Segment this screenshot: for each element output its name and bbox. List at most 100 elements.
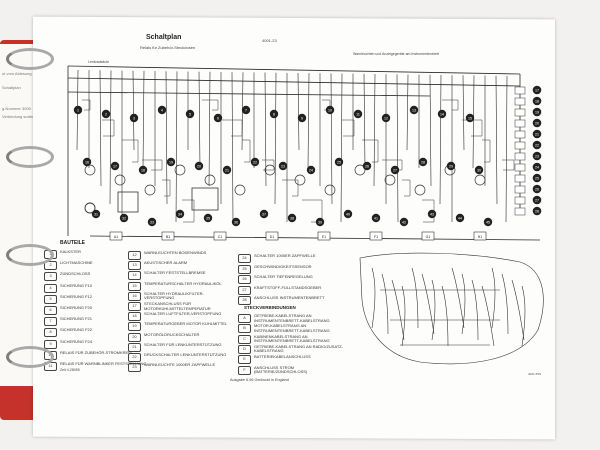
reference-circle-dot (129, 113, 139, 123)
reference-circle-dot (315, 217, 325, 227)
component-symbol (144, 184, 156, 196)
reference-circle: 27 (390, 165, 400, 175)
component-symbol (354, 164, 366, 176)
legend-item-number: 14 (128, 271, 141, 281)
legend-item-number: 19 (128, 322, 141, 332)
reference-circle: 35 (203, 213, 213, 223)
legend-item-label: KRAFTSTOFF-FÜLLSTANDSGEBER (254, 284, 322, 290)
component-symbol (324, 184, 336, 196)
wire-vertical (198, 71, 201, 169)
reference-circle-label: 23 (281, 164, 285, 168)
reference-circle-label: 2 (105, 112, 107, 116)
connector-circle-dot (532, 195, 542, 205)
bottom-connector-box (265, 231, 279, 241)
reference-circle-dot (241, 105, 251, 115)
reference-circle: 36 (231, 217, 241, 227)
reference-circle-dot (371, 213, 381, 223)
left-page-line: g-Nummer 3000 (2, 106, 31, 111)
reference-circle-label: 29 (449, 164, 453, 168)
wire-trace (482, 139, 491, 163)
wire-vertical (373, 74, 376, 187)
connector-circle-label: 18 (535, 99, 539, 103)
reference-circles: 1234567891011121314151617181920212223242… (73, 105, 493, 227)
wire-vertical (406, 74, 409, 151)
legend-item-label: TEMPERATURGEBER MOTOR KÜHLMITTEL (144, 321, 228, 327)
reference-circle: 39 (315, 217, 325, 227)
connector-column-circle: 18 (532, 96, 542, 106)
reference-circle-label: 26 (365, 164, 369, 168)
reference-circle-dot (250, 157, 260, 167)
wire-trace (242, 139, 251, 163)
reference-circle-label: 33 (150, 220, 154, 224)
legend-item-number: 17 (128, 302, 141, 311)
legend-item-number: 6 (44, 306, 57, 315)
connector-circle-dot (532, 118, 542, 128)
wire-vertical (363, 73, 366, 169)
legend-item-number: A (238, 314, 251, 323)
header-left-note: Lenkradsäule (88, 60, 110, 64)
engine-line (511, 279, 525, 341)
reference-circle-dot (91, 209, 101, 219)
wire-vertical (396, 74, 399, 223)
bottom-connector-box (317, 231, 331, 241)
wire-vertical (142, 70, 145, 169)
legend-item-number: 4 (44, 283, 57, 293)
engine-line (491, 267, 496, 329)
binder-ring-top (6, 48, 54, 70)
reference-circle-label: 1 (77, 108, 79, 112)
reference-circle: 40 (343, 209, 353, 219)
reference-circle: 8 (269, 109, 279, 119)
reference-circle-label: 15 (468, 116, 472, 120)
bottom-connector-label: D1 (270, 235, 275, 239)
legend-item-label: ZÜNDSCHLOSS (60, 271, 91, 277)
reference-circle-label: 21 (225, 168, 229, 172)
bottom-connector-box (473, 231, 487, 241)
bottom-connector-box (421, 231, 435, 241)
connector-circle-dot (532, 184, 542, 194)
reference-circle-dot (297, 113, 307, 123)
component-symbol (294, 174, 306, 186)
legend-item-number: 20 (128, 332, 141, 342)
reference-circle-dot (119, 213, 129, 223)
connector-circle-dot (532, 151, 542, 161)
binder-ring-lower (6, 244, 54, 266)
connector-column-circle: 25 (532, 173, 542, 183)
legend-item-number: F (238, 365, 251, 375)
component-symbol (234, 184, 246, 196)
reference-circle-dot (418, 157, 428, 167)
engine-line (481, 285, 495, 347)
reference-circle-label: 41 (374, 216, 378, 220)
bottom-connector-box (369, 231, 383, 241)
reference-circle: 44 (455, 213, 465, 223)
connector-column-circle: 24 (532, 162, 542, 172)
legend-item-label: GETRIEBE-KABELSTRANG AN RADIO/ZUSATZ-KAB… (254, 343, 344, 354)
reference-circle-label: 9 (301, 116, 303, 120)
reference-circle-dot (381, 113, 391, 123)
reference-circle-dot (446, 161, 456, 171)
reference-circle-dot (259, 209, 269, 219)
reference-circle-dot (474, 165, 484, 175)
legend-item-number: 27 (238, 285, 251, 295)
connector-circle-label: 28 (535, 209, 539, 213)
reference-circle: 37 (259, 209, 269, 219)
wire-trace (142, 159, 163, 171)
legend-title: BAUTEILE (60, 240, 85, 246)
reference-circle-label: 30 (477, 168, 481, 172)
page-number: 4001-23 (262, 38, 277, 43)
reference-circle: 14 (437, 109, 447, 119)
reference-circle-dot (306, 165, 316, 175)
legend-item-label: SCHALTER TIEFENREGELUNG (254, 274, 313, 279)
legend-item-number: 9 (44, 339, 57, 349)
legend-item-label: RELAIS FÜR ZUBEHÖR-STROMKREIS (60, 349, 133, 355)
bottom-connector-label: C1 (218, 235, 223, 239)
wire-trace (182, 199, 195, 223)
